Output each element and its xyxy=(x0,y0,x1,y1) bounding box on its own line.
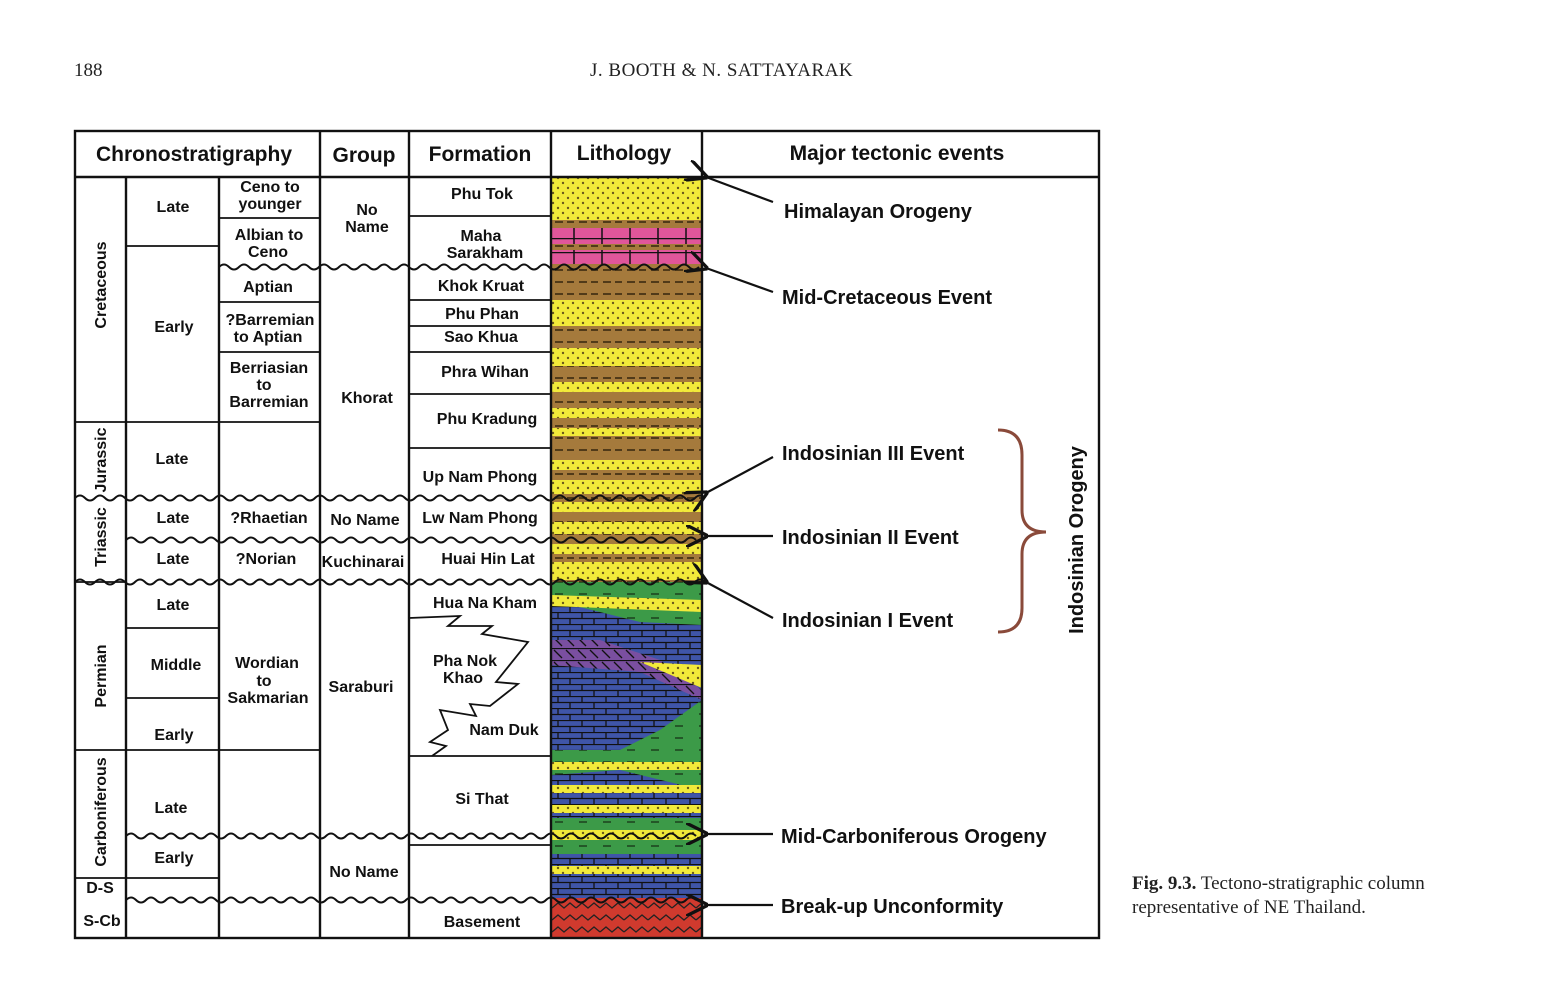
formation-label: Phra Wihan xyxy=(441,364,529,381)
stage-label: Ceno xyxy=(248,244,288,261)
event-arrow xyxy=(706,177,774,204)
period-triassic: Triassic xyxy=(93,507,110,567)
formation-label: Sao Khua xyxy=(444,329,518,346)
stage-label: ?Barremian xyxy=(226,312,315,329)
header-lithology: Lithology xyxy=(577,142,672,165)
header-group: Group xyxy=(333,144,396,167)
stage-label: ?Norian xyxy=(236,551,296,568)
group-label: Saraburi xyxy=(329,679,394,696)
formation-label: Up Nam Phong xyxy=(423,469,538,486)
formation-label: Basement xyxy=(444,914,521,931)
event-label: Indosinian II Event xyxy=(782,527,959,549)
stage-label: Barremian xyxy=(229,394,308,411)
formation-label: Phu Phan xyxy=(445,306,519,323)
formation-labels: Phu Tok Maha Sarakham Khok Kruat Phu Pha… xyxy=(422,186,539,931)
stage-label: to xyxy=(256,673,271,690)
epoch-label: Late xyxy=(156,451,189,468)
stage-label: younger xyxy=(238,196,301,213)
epoch-label: Early xyxy=(154,319,193,336)
unconformity-lines xyxy=(74,263,706,904)
header-formation: Formation xyxy=(429,143,532,166)
period-s-cb: S-Cb xyxy=(83,913,121,930)
stage-label: Aptian xyxy=(243,279,293,296)
stage-label: Albian to xyxy=(235,227,304,244)
formation-label: Nam Duk xyxy=(469,722,538,739)
period-carboniferous: Carboniferous xyxy=(93,757,110,866)
lithology-column xyxy=(551,177,702,938)
indosinian-bracket xyxy=(997,428,1047,634)
event-arrow xyxy=(706,268,774,294)
formation-label: Maha xyxy=(461,228,502,245)
event-label: Indosinian III Event xyxy=(782,443,965,465)
period-d-s: D-S xyxy=(86,880,114,897)
event-label: Mid-Carboniferous Orogeny xyxy=(781,826,1047,848)
formation-label: Lw Nam Phong xyxy=(422,510,538,527)
stage-label: to Aptian xyxy=(234,329,303,346)
stage-label: to xyxy=(256,377,271,394)
tectonic-events xyxy=(706,177,774,905)
group-label: Name xyxy=(345,219,389,236)
event-label: Break-up Unconformity xyxy=(781,896,1004,918)
epoch-label: Late xyxy=(155,800,188,817)
caption-text: Tectono-stratigraphic column representat… xyxy=(1132,873,1425,918)
group-label: No Name xyxy=(330,512,399,529)
group-label: No Name xyxy=(329,864,398,881)
page-number: 188 xyxy=(74,60,103,81)
group-label: Kuchinarai xyxy=(322,554,405,571)
indosinian-orogeny-label: Indosinian Orogeny xyxy=(1066,445,1088,634)
stage-label: Berriasian xyxy=(230,360,308,377)
epoch-label: Early xyxy=(154,850,193,867)
formation-label: Huai Hin Lat xyxy=(441,551,535,568)
epoch-label: Late xyxy=(157,551,190,568)
group-labels: No Name Khorat No Name Kuchinarai Sarabu… xyxy=(322,202,405,881)
epoch-label: Middle xyxy=(151,657,202,674)
formation-label: Khok Kruat xyxy=(438,278,525,295)
event-label: Indosinian I Event xyxy=(782,610,953,632)
event-arrow xyxy=(706,456,774,493)
formation-label: Sarakham xyxy=(447,245,524,262)
header-tectonic-events: Major tectonic events xyxy=(790,142,1005,165)
epoch-label: Late xyxy=(157,510,190,527)
stage-label: Wordian xyxy=(235,655,299,672)
formation-label: Si That xyxy=(455,791,509,808)
figure-caption: Fig. 9.3. Tectono-stratigraphic column r… xyxy=(1132,872,1432,920)
formation-label: Phu Kradung xyxy=(437,411,537,428)
epoch-label: Late xyxy=(157,597,190,614)
running-head: J. BOOTH & N. SATTAYARAK xyxy=(590,60,854,81)
caption-label: Fig. 9.3. xyxy=(1132,873,1197,894)
event-arrow xyxy=(706,582,774,619)
epoch-labels: Late Early Late Late Late Late Middle Ea… xyxy=(151,199,202,867)
formation-label: Pha Nok xyxy=(433,653,497,670)
header-chronostratigraphy: Chronostratigraphy xyxy=(96,143,292,166)
table-rules xyxy=(75,215,551,879)
formation-label: Khao xyxy=(443,670,483,687)
period-labels: Cretaceous Jurassic Triassic Permian Car… xyxy=(83,241,121,930)
epoch-label: Early xyxy=(154,727,193,744)
period-permian: Permian xyxy=(93,644,110,707)
group-label: No xyxy=(356,202,378,219)
stage-label: Ceno to xyxy=(240,179,300,196)
stage-label: Sakmarian xyxy=(228,690,309,707)
epoch-label: Late xyxy=(157,199,190,216)
event-label: Mid-Cretaceous Event xyxy=(782,287,992,309)
period-cretaceous: Cretaceous xyxy=(93,241,110,328)
event-labels: Himalayan Orogeny Mid-Cretaceous Event I… xyxy=(781,201,1047,918)
period-jurassic: Jurassic xyxy=(93,427,110,492)
formation-label: Hua Na Kham xyxy=(433,595,537,612)
stage-labels: Ceno to younger Albian to Ceno Aptian ?B… xyxy=(226,179,315,707)
event-label: Himalayan Orogeny xyxy=(784,201,973,223)
group-label: Khorat xyxy=(341,390,393,407)
column-headers: Chronostratigraphy Group Formation Litho… xyxy=(96,142,1004,167)
stage-label: ?Rhaetian xyxy=(230,510,307,527)
formation-label: Phu Tok xyxy=(451,186,513,203)
